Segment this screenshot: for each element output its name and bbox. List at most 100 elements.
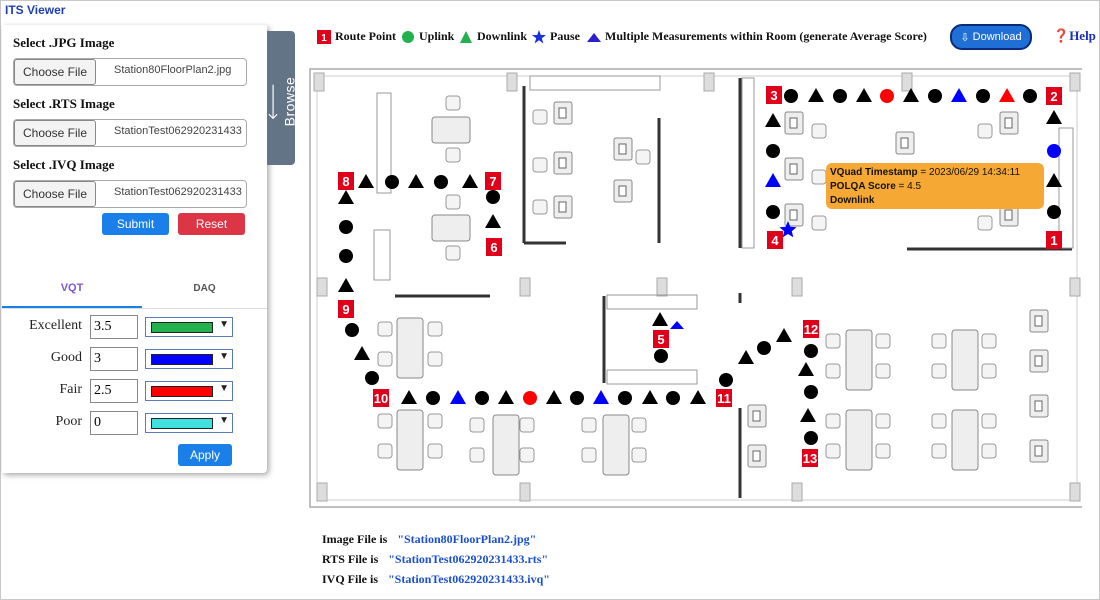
downlink-point-fair [999, 88, 1015, 102]
multiple-measurement-icon [587, 32, 601, 42]
desk [1029, 439, 1049, 463]
chevron-down-icon: ▼ [219, 383, 229, 394]
route-point-box [1046, 87, 1062, 105]
desk [999, 111, 1019, 135]
desk [1029, 349, 1049, 373]
chair [981, 333, 997, 349]
downlink-point [808, 88, 824, 102]
route-point-number: 5 [657, 332, 664, 347]
desk [613, 137, 633, 161]
download-button[interactable]: ⇩Download [950, 24, 1032, 50]
uplink-point-fair [880, 89, 894, 103]
excellent-color-select[interactable]: ▼ [145, 317, 233, 337]
downlink-point [652, 312, 668, 326]
route-point-number: 7 [489, 174, 496, 189]
downlink-point [408, 174, 424, 188]
downlink-point [498, 390, 514, 404]
desk-block [431, 116, 471, 144]
route-point-box [1046, 231, 1062, 249]
uplink-point-good [1047, 144, 1061, 158]
good-input[interactable]: 3 [90, 347, 138, 371]
desk-block [602, 414, 630, 476]
legend-route-point-label: Route Point [335, 29, 396, 43]
downlink-icon [460, 30, 472, 43]
poor-input[interactable]: 0 [90, 411, 138, 435]
downlink-point [765, 113, 781, 127]
settings-panel: Select .JPG Image Choose File Station80F… [2, 25, 267, 473]
desk [1029, 394, 1049, 418]
downlink-point [738, 350, 754, 364]
tab-bar: VQT DAQ [2, 270, 267, 309]
uplink-point-fair [523, 391, 537, 405]
chair [445, 245, 461, 261]
downlink-point-good [450, 390, 466, 404]
tab-vqt[interactable]: VQT [2, 270, 142, 308]
fair-input[interactable]: 2.5 [90, 379, 138, 403]
chair [981, 363, 997, 379]
columns [313, 72, 1081, 502]
good-color-select[interactable]: ▼ [145, 349, 233, 369]
desk [784, 203, 804, 227]
route-point-number: 13 [803, 451, 817, 466]
download-icon: ⇩ [960, 31, 970, 44]
ivq-choose-file-button[interactable]: Choose File [14, 181, 96, 207]
tab-daq[interactable]: DAQ [193, 282, 216, 294]
apply-button[interactable]: Apply [178, 444, 232, 466]
chair [631, 447, 647, 463]
chair [427, 321, 443, 337]
pause-star-icon [532, 29, 546, 43]
jpg-choose-file-button[interactable]: Choose File [14, 59, 96, 85]
ivq-file-label: IVQ File is [322, 572, 378, 586]
uplink-point [385, 175, 399, 189]
uplink-icon [402, 30, 414, 43]
poor-color-select[interactable]: ▼ [145, 413, 233, 433]
uplink-point [804, 385, 818, 399]
route-point-badge: 4 [767, 231, 783, 249]
reset-button[interactable]: Reset [178, 213, 245, 235]
submit-button[interactable]: Submit [102, 213, 169, 235]
chair [931, 443, 947, 459]
desk-block [951, 329, 979, 391]
pause-point [779, 221, 797, 238]
chair [427, 443, 443, 459]
uplink-point [434, 175, 448, 189]
excellent-input[interactable]: 3.5 [90, 315, 138, 339]
uplink-point [486, 190, 500, 204]
legend-downlink: Downlink [459, 29, 527, 44]
jpg-file-input[interactable]: Choose File Station80FloorPlan2.jpg [13, 58, 247, 86]
chair [427, 351, 443, 367]
route-point-badge: 8 [338, 172, 354, 190]
uplink-point [345, 323, 359, 337]
chair [377, 413, 393, 429]
image-file-label: Image File is [322, 532, 388, 546]
chair [931, 333, 947, 349]
route-point-badge: 13 [802, 449, 818, 467]
uplink-point [784, 89, 798, 103]
downlink-point [338, 278, 354, 292]
help-link[interactable]: ❓Help [1053, 28, 1096, 44]
chevron-down-icon: ▼ [219, 351, 229, 362]
route-point-badge: 1 [1046, 231, 1062, 249]
good-label: Good [50, 350, 82, 365]
chair [445, 147, 461, 163]
browse-toggle[interactable]: 🡐 Browse [265, 31, 298, 165]
ivq-file-input[interactable]: Choose File StationTest062920231433 [13, 180, 247, 208]
fair-color-select[interactable]: ▼ [145, 381, 233, 401]
chair [825, 363, 841, 379]
browse-label: 🡐 Browse [265, 66, 298, 138]
tooltip-direction: Downlink [830, 195, 875, 206]
chair [931, 363, 947, 379]
route-point-badge: 9 [338, 300, 354, 318]
uplink-point [766, 205, 780, 219]
chair [532, 109, 548, 125]
route-point-number: 12 [804, 322, 818, 337]
uplink-point [618, 391, 632, 405]
furniture [377, 95, 1049, 476]
rts-choose-file-button[interactable]: Choose File [14, 120, 96, 146]
legend-pause-label: Pause [550, 29, 580, 43]
downlink-point [462, 174, 478, 188]
downlink-point [1046, 110, 1062, 124]
uplink-point [833, 89, 847, 103]
rts-file-input[interactable]: Choose File StationTest062920231433 [13, 119, 247, 147]
